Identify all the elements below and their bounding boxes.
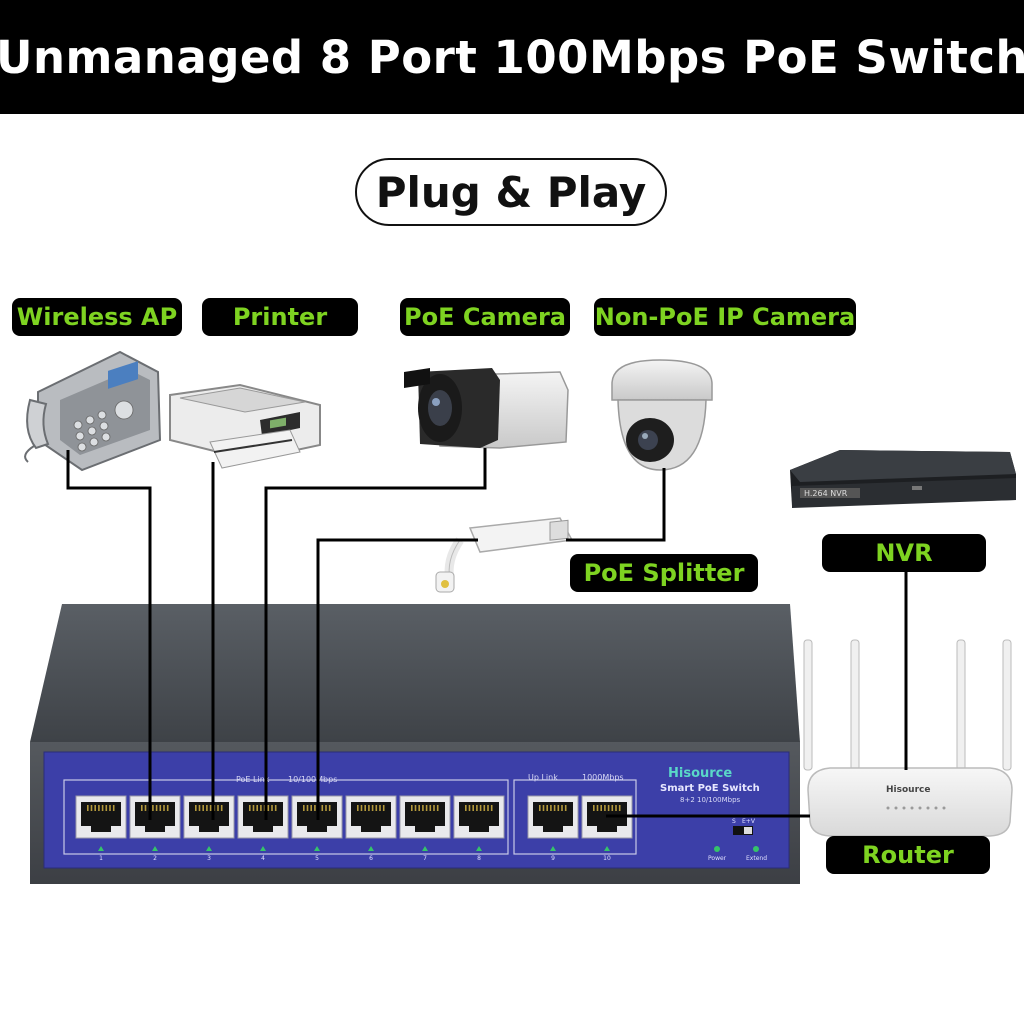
port-number-label: 8	[477, 855, 481, 862]
port-led-icon	[550, 846, 556, 851]
tag-poe-camera: PoE Camera	[400, 298, 570, 336]
dip-switch[interactable]	[733, 826, 753, 835]
tag-nvr: NVR	[822, 534, 986, 572]
uplink-speed-label: 1000Mbps	[582, 773, 624, 782]
cable-wireless-ap	[66, 450, 152, 820]
rj45-port-4[interactable]	[237, 795, 289, 839]
printer-icon	[169, 383, 321, 469]
cable-poe-camera	[264, 448, 487, 820]
port-number-label: 7	[423, 855, 427, 862]
port-led-icon	[314, 846, 320, 851]
switch-model: Smart PoE Switch	[660, 783, 760, 794]
tag-router: Router	[826, 836, 990, 874]
power-label: Power	[708, 855, 727, 862]
nvr-icon: H.264 NVR	[790, 450, 1016, 508]
port-led-icon	[476, 846, 482, 851]
port-number-label: 4	[261, 855, 265, 862]
page-title: Unmanaged 8 Port 100Mbps PoE Switch	[0, 30, 1024, 84]
port-led-icon	[152, 846, 158, 851]
port-number-label: 2	[153, 855, 157, 862]
rj45-port-2[interactable]	[129, 795, 181, 839]
rj45-port-8[interactable]	[453, 795, 505, 839]
port-led-icon	[368, 846, 374, 851]
rj45-port-9[interactable]	[527, 795, 579, 839]
port-number-label: 9	[551, 855, 555, 862]
title-banner: Unmanaged 8 Port 100Mbps PoE Switch	[0, 0, 1024, 114]
dome-camera-icon	[611, 359, 713, 471]
dip-label-ev: E+V	[742, 818, 756, 825]
switch-spec: 8+2 10/100Mbps	[680, 796, 741, 804]
tag-poe-splitter: PoE Splitter	[570, 554, 758, 592]
nvr-device-label: H.264 NVR	[804, 489, 848, 498]
port-led-icon	[98, 846, 104, 851]
port-led-icon	[422, 846, 428, 851]
router-icon: Hisource	[803, 639, 1013, 837]
dip-label-s: S	[732, 818, 736, 825]
port-number-label: 10	[603, 855, 611, 862]
switch-brand: Hisource	[668, 766, 732, 781]
poe-link-label: PoE Link	[236, 775, 270, 784]
port-led-icon	[260, 846, 266, 851]
uplink-label: Up Link	[528, 773, 558, 782]
poe-speed-label: 10/100Mbps	[288, 775, 337, 784]
cable-splitter	[316, 538, 478, 820]
cables	[66, 448, 908, 820]
subtitle-pill: Plug & Play	[355, 158, 667, 226]
extend-led-icon	[753, 846, 759, 852]
extend-label: Extend	[746, 855, 767, 862]
rj45-port-6[interactable]	[345, 795, 397, 839]
port-led-icon	[206, 846, 212, 851]
port-number-label: 1	[99, 855, 103, 862]
power-led-icon	[714, 846, 720, 852]
port-led-icon	[604, 846, 610, 851]
poe-switch: PoE Link 10/100Mbps Up Link 1000Mbps His…	[30, 604, 800, 884]
rj45-port-7[interactable]	[399, 795, 451, 839]
tag-wireless-ap: Wireless AP	[12, 298, 182, 336]
port-number-label: 6	[369, 855, 373, 862]
poe-splitter-icon	[435, 517, 574, 593]
bullet-camera-icon	[404, 368, 569, 449]
port-number-label: 5	[315, 855, 319, 862]
subtitle: Plug & Play	[375, 167, 647, 217]
tag-non-poe-camera: Non-PoE IP Camera	[594, 298, 856, 336]
port-number-label: 3	[207, 855, 211, 862]
rj45-port-1[interactable]	[75, 795, 127, 839]
router-brand-label: Hisource	[886, 785, 930, 795]
cable-dome-camera	[566, 468, 666, 542]
tag-printer: Printer	[202, 298, 358, 336]
rj45-port-3[interactable]	[183, 795, 235, 839]
telephone-icon	[24, 350, 162, 472]
